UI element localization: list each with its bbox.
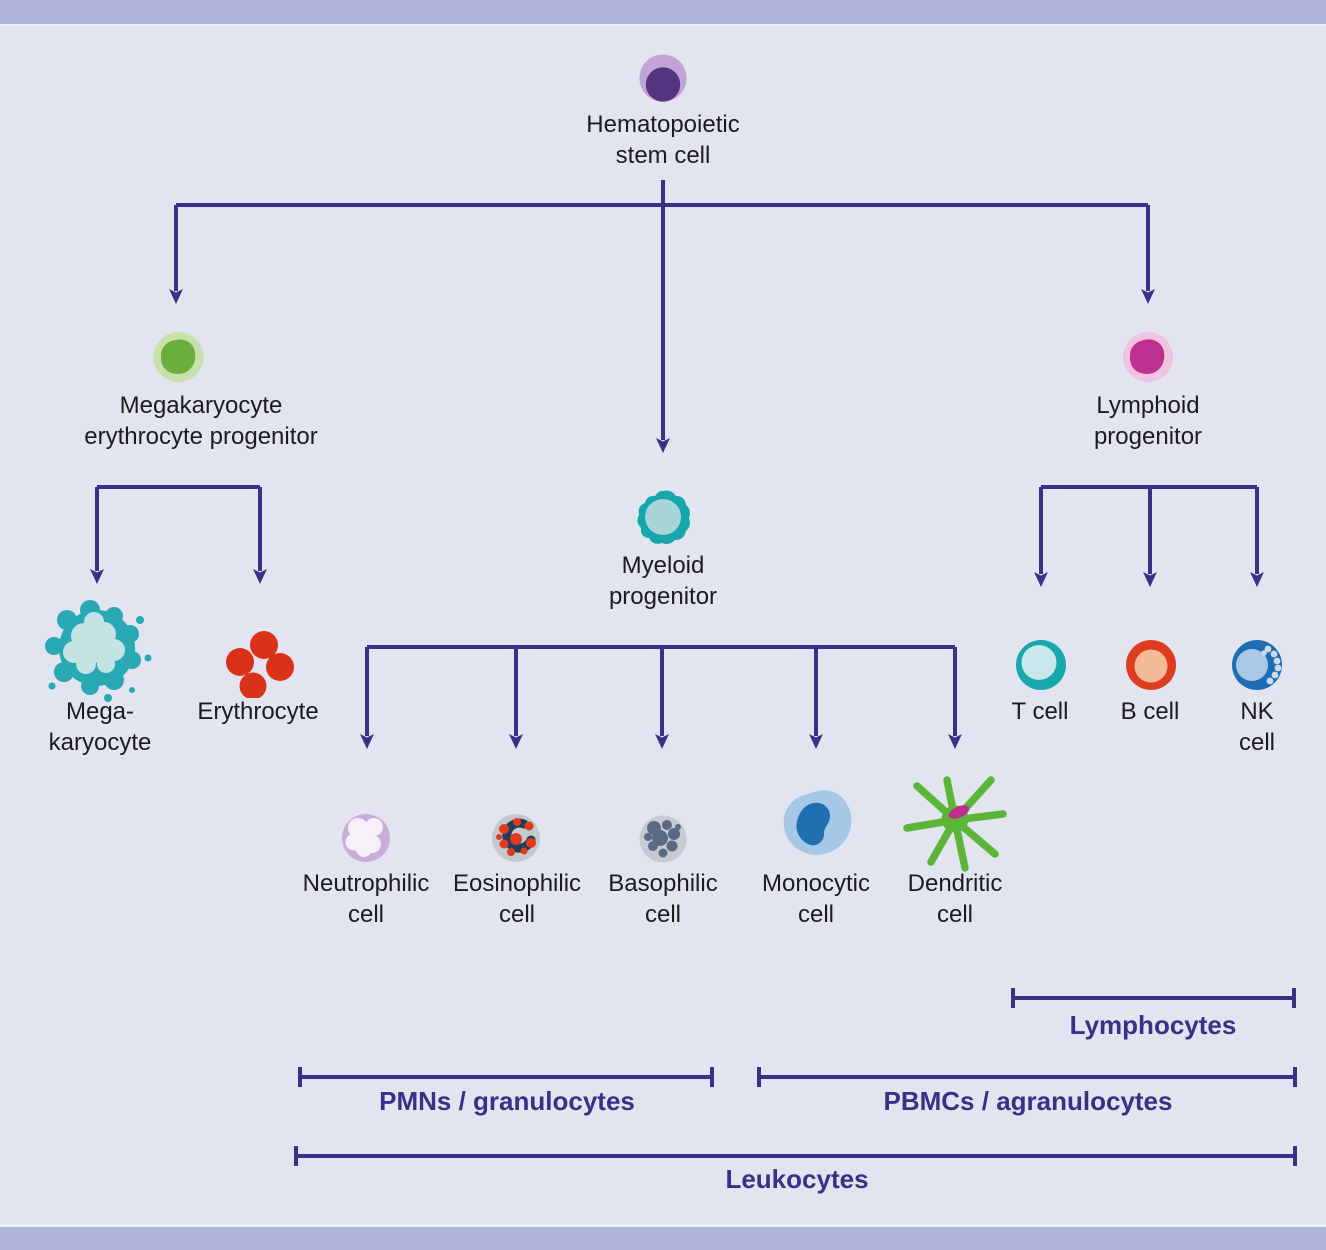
mep-cell-icon (153, 332, 204, 382)
b-cell-icon (1126, 640, 1176, 690)
myeloid-progenitor-label: Myeloid progenitor (608, 552, 718, 610)
stem-cell-label: Hematopoietic stem cell (586, 111, 740, 169)
pmns-bracket-label: PMNs / granulocytes (379, 1086, 635, 1116)
mep-label: Megakaryocyte erythrocyte progenitor (84, 392, 318, 450)
lymphoid-progenitor-icon (1123, 332, 1173, 382)
neutrophil-cell-icon (342, 814, 390, 862)
bracket-leukocytes (294, 1146, 1297, 1166)
bracket-pbmcs (757, 1067, 1297, 1087)
bottom-frame-bar (0, 1225, 1326, 1250)
megakaryocyte-label: Mega- karyocyte (48, 698, 152, 756)
bracket-pmns (298, 1067, 714, 1087)
b-cell-label: B cell (1120, 698, 1180, 725)
bracket-lymphocytes (1011, 988, 1296, 1008)
myeloid-progenitor-icon (637, 490, 690, 544)
erythrocyte-label: Erythrocyte (197, 698, 319, 725)
leukocytes-bracket-label: Leukocytes (725, 1164, 869, 1194)
nk-cell-label: NK cell (1238, 698, 1275, 756)
dendritic-label: Dendritic cell (907, 870, 1003, 928)
erythrocyte-icon (226, 631, 294, 698)
neutrophil-label: Neutrophilic cell (302, 870, 430, 928)
nk-cell-icon (1232, 640, 1282, 690)
dendritic-cell-icon (903, 776, 1007, 872)
basophil-label: Basophilic cell (608, 870, 718, 928)
eosinophil-cell-icon (492, 814, 540, 862)
pbmcs-bracket-label: PBMCs / agranulocytes (883, 1086, 1173, 1116)
eosinophil-label: Eosinophilic cell (452, 870, 582, 928)
monocyte-label: Monocytic cell (761, 870, 871, 928)
top-frame-bar (0, 0, 1326, 26)
stem-cell-icon (639, 54, 687, 102)
basophil-cell-icon (639, 815, 687, 863)
monocyte-cell-icon (783, 789, 852, 855)
t-cell-icon (1016, 640, 1066, 690)
t-cell-label: T cell (1011, 698, 1069, 725)
lymphoid-progenitor-label: Lymphoid progenitor (1093, 392, 1203, 450)
lymphocytes-bracket-label: Lymphocytes (1069, 1010, 1237, 1040)
megakaryocyte-icon (45, 600, 152, 702)
